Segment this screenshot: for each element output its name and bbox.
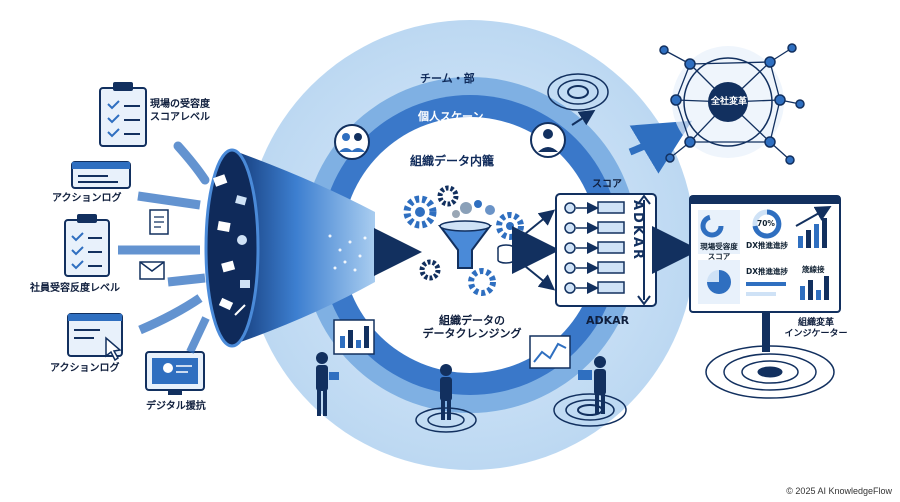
data-funnel bbox=[204, 148, 375, 348]
browser-click-icon bbox=[67, 313, 123, 362]
core-to-adkar-arrow bbox=[512, 209, 560, 291]
document-icon bbox=[149, 209, 169, 235]
person-center bbox=[440, 364, 452, 420]
dashboard-right-label: 筬線接 bbox=[802, 265, 825, 274]
core-title: 組織データ内籠 bbox=[410, 154, 495, 168]
dashboard-left-title-line-2: スコア bbox=[707, 252, 731, 261]
dashboard-left-title-line-1: 現場受容度 bbox=[700, 242, 738, 251]
mail-icon bbox=[139, 261, 165, 280]
input-label-field-score-line-1: 現場の受容度 bbox=[150, 99, 210, 110]
adkar-vertical-text: ADKAR bbox=[630, 200, 645, 261]
ring-label-individual: 個人スケーン bbox=[418, 110, 484, 123]
filter-funnel-icon bbox=[438, 200, 495, 269]
ripple-dashboard bbox=[705, 345, 835, 399]
adkar-bottom-label: ADKAR bbox=[586, 314, 630, 327]
digital-monitor-icon bbox=[145, 351, 205, 395]
individual-icon bbox=[530, 122, 566, 158]
dashboard-caption-line-1: 組織変革 bbox=[797, 318, 834, 328]
dashboard-caption: 組織変革 インジケーター bbox=[770, 318, 862, 340]
gear-bottom-icon bbox=[419, 259, 496, 296]
chart-panel-left bbox=[333, 319, 375, 355]
log-window-icon bbox=[71, 161, 131, 189]
clipboard-icon bbox=[99, 82, 147, 147]
copyright-text: © 2025 AI KnowledgeFlow bbox=[786, 486, 892, 496]
chart-panel-right bbox=[529, 335, 571, 369]
dashboard-gauge-value: 70% bbox=[757, 219, 775, 228]
person-left bbox=[316, 352, 339, 416]
dashboard-caption-line-2: インジケーター bbox=[784, 329, 848, 339]
network-center-label: 全社変革 bbox=[711, 97, 748, 107]
team-icon bbox=[334, 124, 370, 160]
to-network-arrow bbox=[571, 109, 693, 174]
input-label-employee-acceptance: 社員受容反度レベル bbox=[30, 283, 120, 294]
core-subtitle: 組織データの データクレンジング bbox=[402, 314, 542, 340]
ripple-bottom-center bbox=[415, 407, 477, 433]
person-right bbox=[578, 356, 606, 414]
gear-icon bbox=[403, 195, 437, 229]
dashboard-left-title: 現場受容度 スコア bbox=[698, 242, 740, 262]
input-label-action-log-2: アクションログ bbox=[50, 363, 120, 374]
dashboard-dx-label-1: DX推進進捗 bbox=[746, 241, 789, 250]
dashboard-window bbox=[689, 195, 841, 352]
core-subtitle-line-1: 組織データの bbox=[439, 314, 505, 327]
database-icon bbox=[497, 244, 515, 264]
network-diagram bbox=[659, 43, 805, 165]
checklist-icon bbox=[64, 214, 110, 277]
input-label-field-score-line-2: スコアレベル bbox=[150, 112, 210, 123]
adkar-score-label: スコア bbox=[592, 179, 622, 190]
input-label-field-score: 現場の受容度 スコアレベル bbox=[150, 98, 210, 124]
core-subtitle-line-2: データクレンジング bbox=[422, 327, 522, 340]
input-label-digital-resistance: デジタル援抗 bbox=[146, 401, 206, 412]
ring-label-team: チーム・部 bbox=[420, 72, 475, 85]
input-arrows bbox=[118, 141, 210, 354]
input-label-action-log-1: アクションログ bbox=[52, 193, 122, 204]
gear-small-icon bbox=[437, 185, 459, 207]
dashboard-dx-label-2: DX推進進捗 bbox=[746, 267, 789, 276]
adkar-panel bbox=[555, 193, 657, 307]
